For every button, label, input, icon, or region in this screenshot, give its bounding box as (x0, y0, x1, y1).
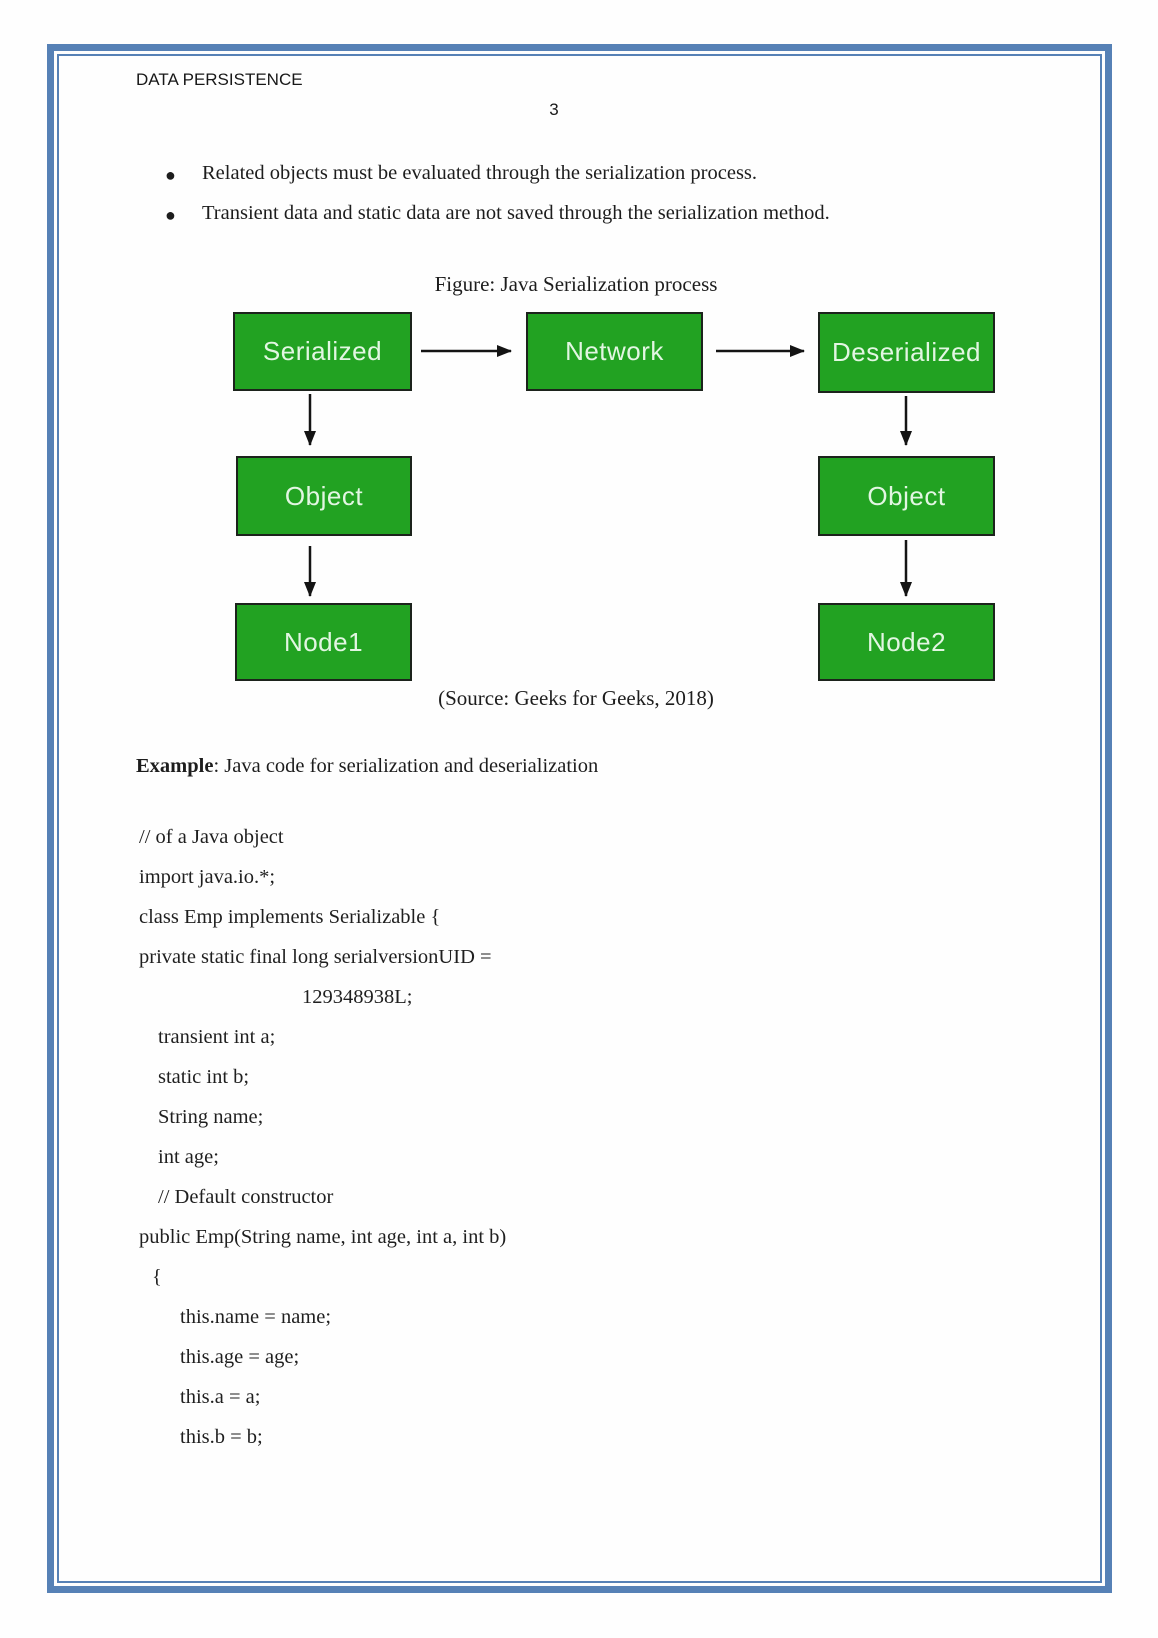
page-header: DATA PERSISTENCE (136, 70, 303, 89)
figure-caption: Figure: Java Serialization process (434, 272, 718, 296)
diagram-box-serialized: Serialized (233, 312, 412, 391)
bullet-item: ● Related objects must be evaluated thro… (165, 162, 757, 188)
bullet-text: Related objects must be evaluated throug… (202, 162, 758, 184)
bullet-item: ● Transient data and static data are not… (165, 202, 830, 228)
code-line: this.age = age; (180, 1346, 300, 1368)
diagram-box-node1: Node1 (235, 603, 412, 681)
diagram-box-object-left: Object (236, 456, 412, 536)
code-line: class Emp implements Serializable { (139, 906, 441, 928)
example-label: Example (136, 755, 214, 777)
code-line: static int b; (158, 1066, 250, 1088)
code-line: this.a = a; (180, 1386, 261, 1408)
page-border (47, 44, 1112, 1593)
code-line: // Default constructor (158, 1186, 334, 1208)
code-line: { (152, 1266, 162, 1288)
code-line: int age; (158, 1146, 219, 1168)
bullet-text: Transient data and static data are not s… (202, 202, 830, 224)
code-line: this.b = b; (180, 1426, 263, 1448)
code-line: private static final long serialversionU… (139, 946, 492, 968)
code-line: transient int a; (158, 1026, 276, 1048)
code-line: 129348938L; (302, 986, 413, 1008)
page-number: 3 (549, 100, 559, 119)
code-line: import java.io.*; (139, 866, 276, 888)
diagram-box-object-right: Object (818, 456, 995, 536)
example-rest: : Java code for serialization and deseri… (213, 755, 599, 777)
source-caption: (Source: Geeks for Geeks, 2018) (438, 686, 714, 710)
code-line: this.name = name; (180, 1306, 332, 1328)
diagram-box-node2: Node2 (818, 603, 995, 681)
code-line: String name; (158, 1106, 264, 1128)
example-heading: Example: Java code for serialization and… (136, 755, 598, 778)
bullet-dot-icon: ● (165, 165, 176, 185)
code-line: public Emp(String name, int age, int a, … (139, 1226, 507, 1248)
code-line: // of a Java object (139, 826, 284, 848)
bullet-dot-icon: ● (165, 205, 176, 225)
page-border-inner (57, 54, 1102, 1583)
diagram-box-deserialized: Deserialized (818, 312, 995, 393)
diagram-box-network: Network (526, 312, 703, 391)
